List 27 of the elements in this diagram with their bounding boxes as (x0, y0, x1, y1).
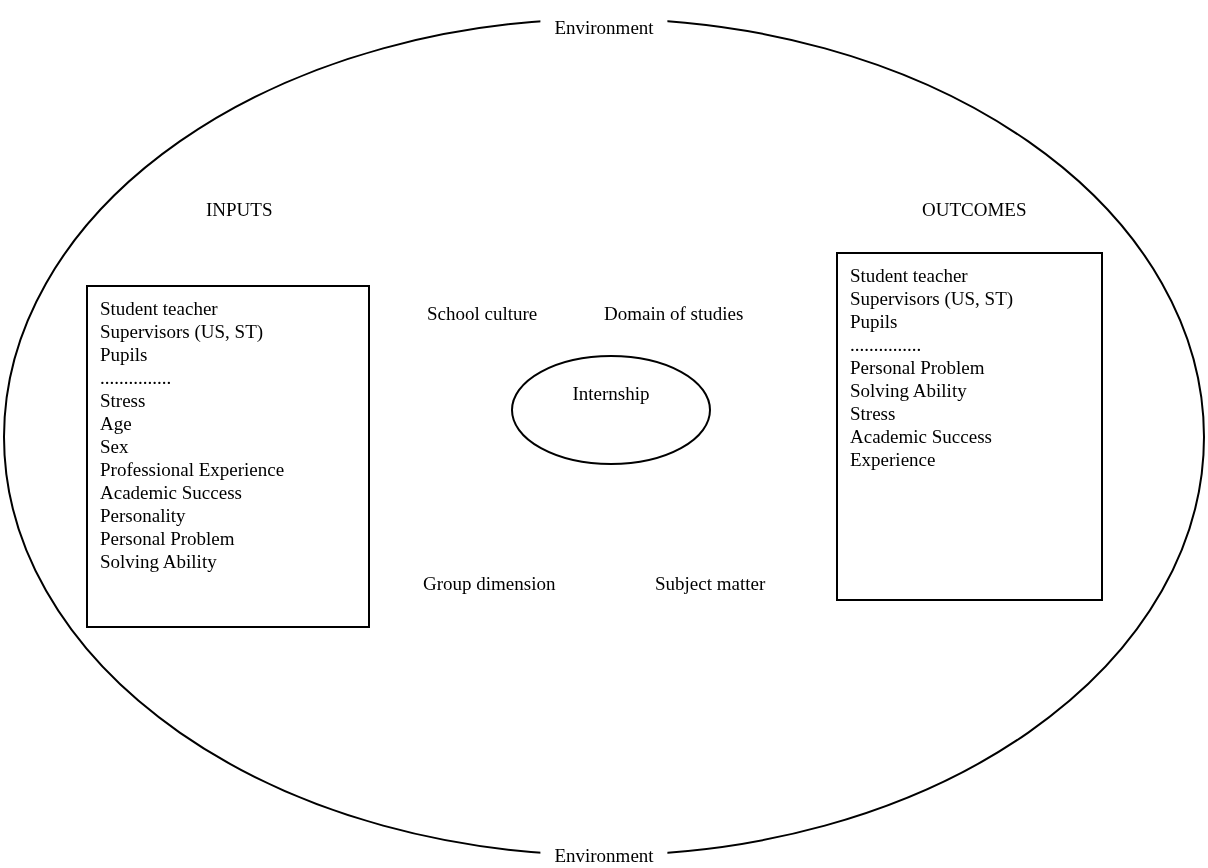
list-item: ............... (850, 333, 923, 356)
list-item: Academic Success (100, 481, 243, 504)
list-item: Professional Experience (100, 458, 286, 481)
list-item: Academic Success (850, 425, 993, 448)
list-item: Pupils (850, 310, 899, 333)
list-item: ............... (100, 366, 173, 389)
list-item: Student teacher (850, 264, 969, 287)
list-item: Student teacher (100, 297, 219, 320)
list-item: Sex (100, 435, 130, 458)
internship-ellipse (511, 355, 711, 465)
list-item: Supervisors (US, ST) (100, 320, 265, 343)
list-item: Stress (100, 389, 147, 412)
factor-label: School culture (427, 303, 538, 325)
list-item: Personal Problem Solving Ability (100, 527, 236, 573)
list-item: Age (100, 412, 133, 435)
list-item: Stress (850, 402, 897, 425)
list-item: Pupils (100, 343, 149, 366)
node-label: Internship (572, 383, 650, 405)
factor-label: Domain of studies (604, 303, 744, 325)
list-item: Personal Problem Solving Ability (850, 356, 986, 402)
factor-label: Subject matter (655, 573, 766, 595)
list-item: Experience (850, 448, 937, 471)
column-heading: INPUTS (206, 199, 273, 221)
column-heading: OUTCOMES (922, 199, 1027, 221)
list-item: Supervisors (US, ST) (850, 287, 1015, 310)
list-item: Personality (100, 504, 187, 527)
factor-label: Group dimension (423, 573, 556, 595)
